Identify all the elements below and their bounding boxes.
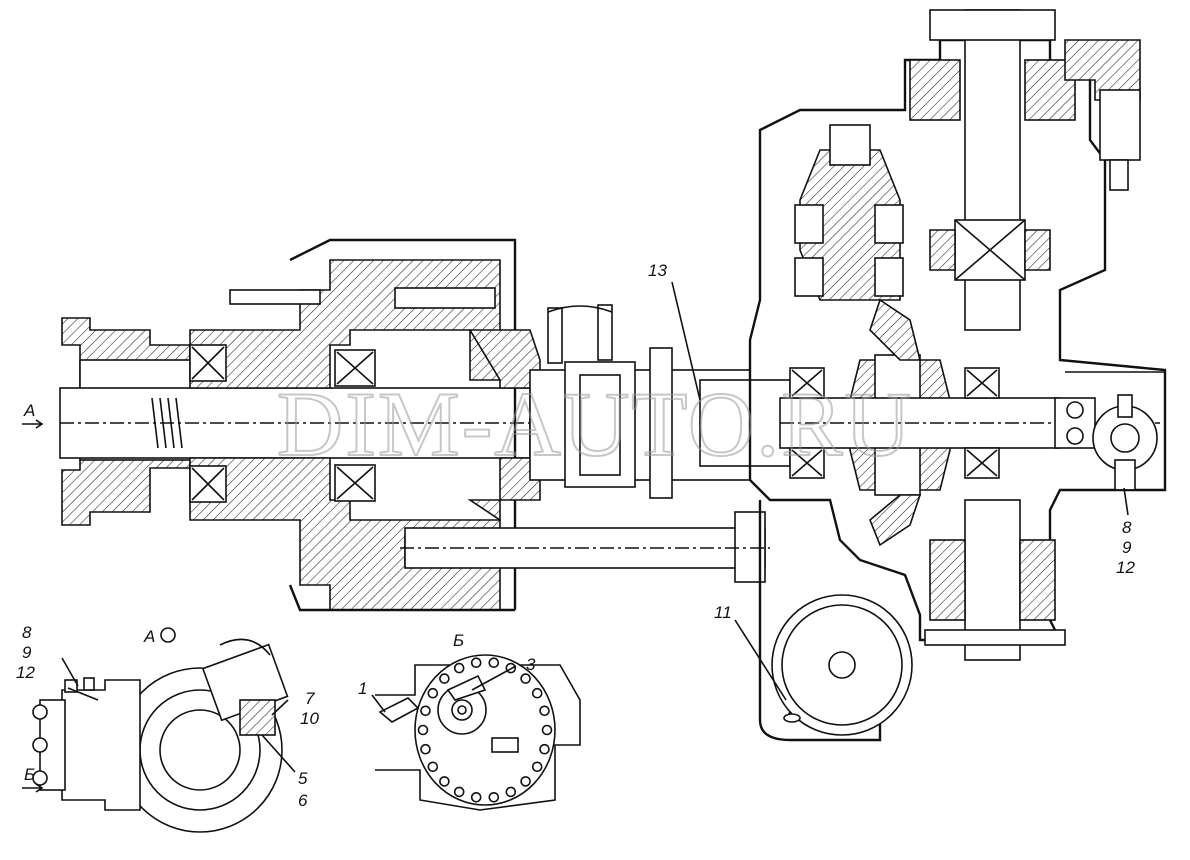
callout-12-right: 12	[1116, 558, 1135, 577]
leader-lines	[22, 281, 1129, 793]
callout-13: 13	[648, 261, 667, 280]
callout-9-left: 9	[22, 643, 32, 662]
cover-bolt	[539, 705, 550, 717]
cover-bolt	[439, 776, 450, 787]
callout-8-right: 8	[1122, 518, 1132, 537]
cover-bolt	[520, 776, 531, 787]
cover-bolt	[488, 657, 500, 669]
view-a-rotation-icon	[160, 627, 176, 643]
callout-6: 6	[298, 791, 308, 810]
cover-bolt	[420, 705, 431, 717]
watermark: DIM-AUTO.RU	[277, 373, 913, 475]
cover-bolt	[520, 673, 531, 684]
main-section-view	[59, 9, 1167, 742]
callout-12-left: 12	[16, 663, 35, 682]
cover-bolt	[439, 673, 450, 684]
view-a-title: А	[143, 627, 155, 646]
arrow-a-label: А	[23, 401, 35, 420]
cover-bolt	[531, 687, 543, 699]
cover-bolt	[539, 743, 550, 755]
cover-bolt	[427, 687, 439, 699]
cover-bolt	[470, 657, 482, 669]
cover-bolt	[417, 724, 429, 736]
callout-5: 5	[298, 769, 308, 788]
view-b-title: Б	[453, 631, 464, 650]
cover-bolt	[453, 662, 465, 674]
cover-bolt	[488, 791, 500, 803]
cover-bolt	[427, 761, 439, 773]
callout-1: 1	[358, 679, 367, 698]
cover-bolt	[541, 724, 553, 736]
cover-bolt	[531, 761, 543, 773]
cover-bolt	[453, 786, 465, 798]
callout-9-right: 9	[1122, 538, 1132, 557]
view-b	[375, 654, 581, 811]
cover-bolt	[505, 786, 517, 798]
cover-bolt	[420, 743, 431, 755]
brake-chamber	[771, 594, 913, 736]
callout-3: 3	[526, 655, 536, 674]
callout-labels: 13 11 8 9 12 8 9 12 7 10 5 6 1 3 А Б А Б	[16, 261, 1135, 810]
callout-8-left: 8	[22, 623, 32, 642]
view-a	[32, 638, 289, 833]
callout-7: 7	[305, 689, 315, 708]
arrow-b-label: Б	[24, 765, 35, 784]
callout-10: 10	[300, 709, 319, 728]
callout-11: 11	[714, 603, 732, 622]
cover-bolt	[470, 791, 482, 803]
